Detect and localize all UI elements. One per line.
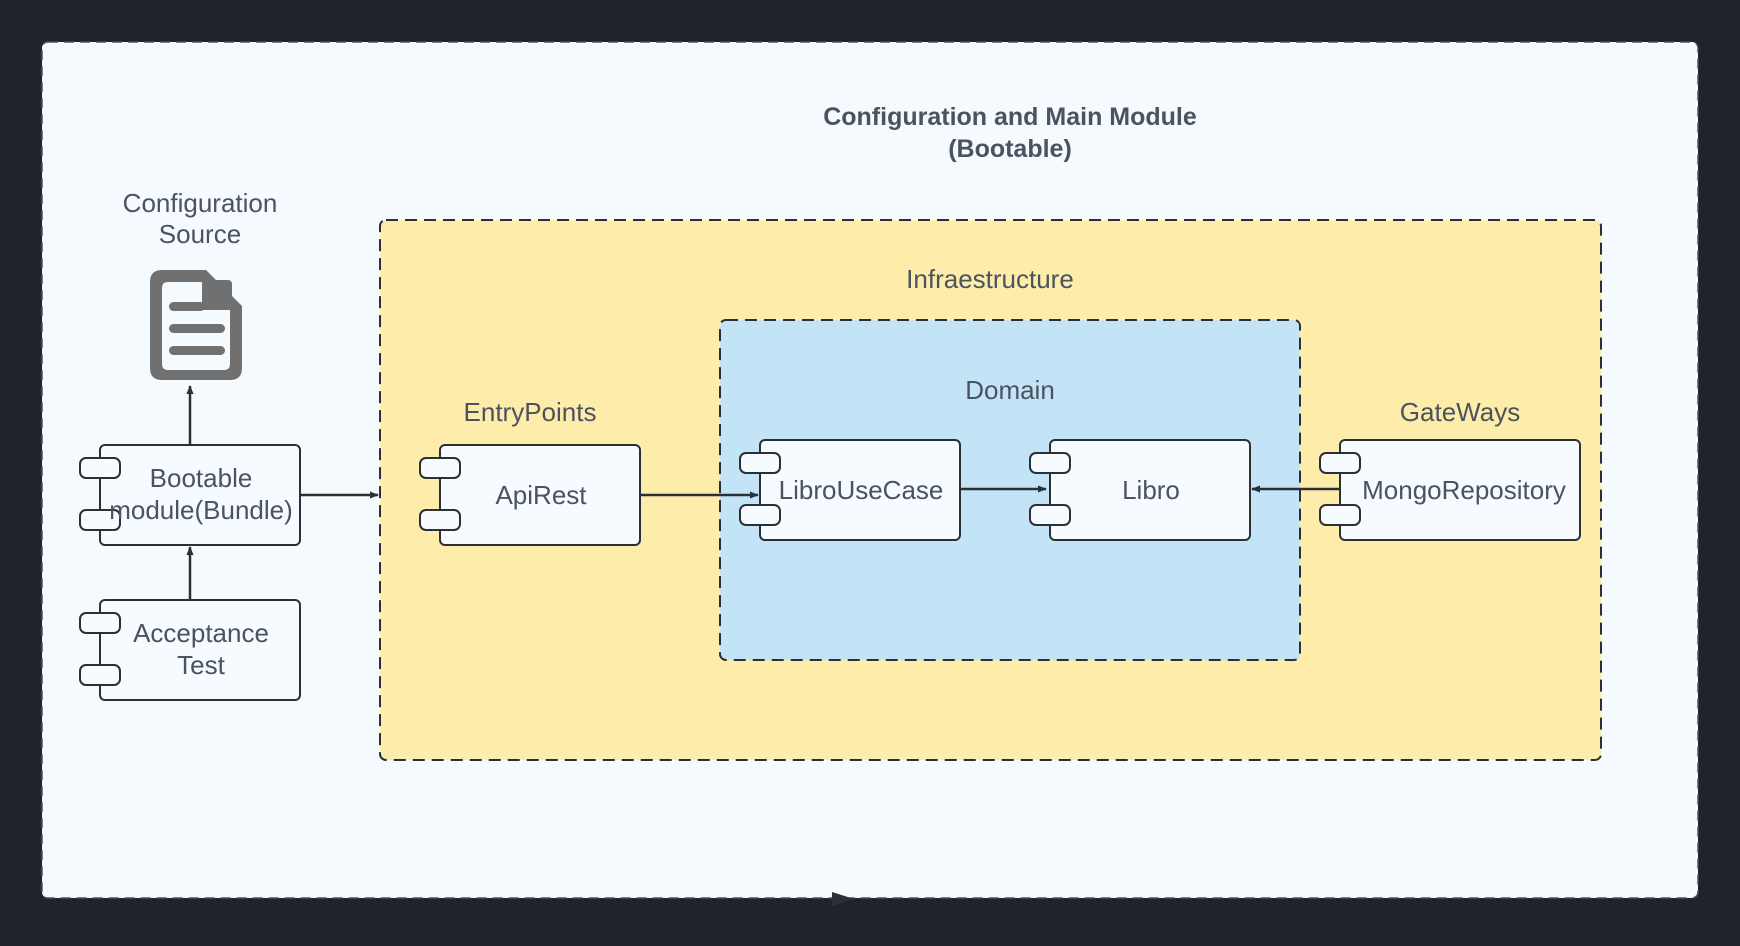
component-bootable-label-line2: module(Bundle) bbox=[109, 495, 293, 525]
component-bootable-label-line1: Bootable bbox=[150, 463, 253, 493]
component-libro-label: Libro bbox=[1122, 475, 1180, 505]
component-libro[interactable]: Libro bbox=[1029, 439, 1251, 541]
infraestructure-label: Infraestructure bbox=[906, 264, 1074, 294]
component-acceptance-label-line1: Acceptance bbox=[133, 618, 269, 648]
main-title-line2: (Bootable) bbox=[948, 135, 1072, 163]
entrypoints-label: EntryPoints bbox=[464, 397, 597, 427]
component-apirest-label: ApiRest bbox=[495, 480, 587, 510]
configuration-source-label-line1: Configuration bbox=[123, 188, 278, 218]
component-apirest[interactable]: ApiRest bbox=[419, 444, 641, 546]
component-bootable-module[interactable]: Bootable module(Bundle) bbox=[79, 444, 301, 546]
component-mongorepository[interactable]: MongoRepository bbox=[1319, 439, 1581, 541]
component-acceptance-test[interactable]: Acceptance Test bbox=[79, 599, 301, 701]
stray-arrow-head bbox=[832, 892, 854, 906]
component-librousecase[interactable]: LibroUseCase bbox=[739, 439, 961, 541]
component-acceptance-label-line2: Test bbox=[177, 650, 225, 680]
component-librousecase-label: LibroUseCase bbox=[779, 475, 944, 505]
document-icon bbox=[150, 270, 242, 380]
domain-label: Domain bbox=[965, 375, 1055, 405]
main-title-line1: Configuration and Main Module bbox=[823, 103, 1197, 131]
configuration-source-label-line2: Source bbox=[159, 219, 241, 249]
gateways-label: GateWays bbox=[1400, 397, 1520, 427]
component-mongorepository-label: MongoRepository bbox=[1362, 475, 1566, 505]
